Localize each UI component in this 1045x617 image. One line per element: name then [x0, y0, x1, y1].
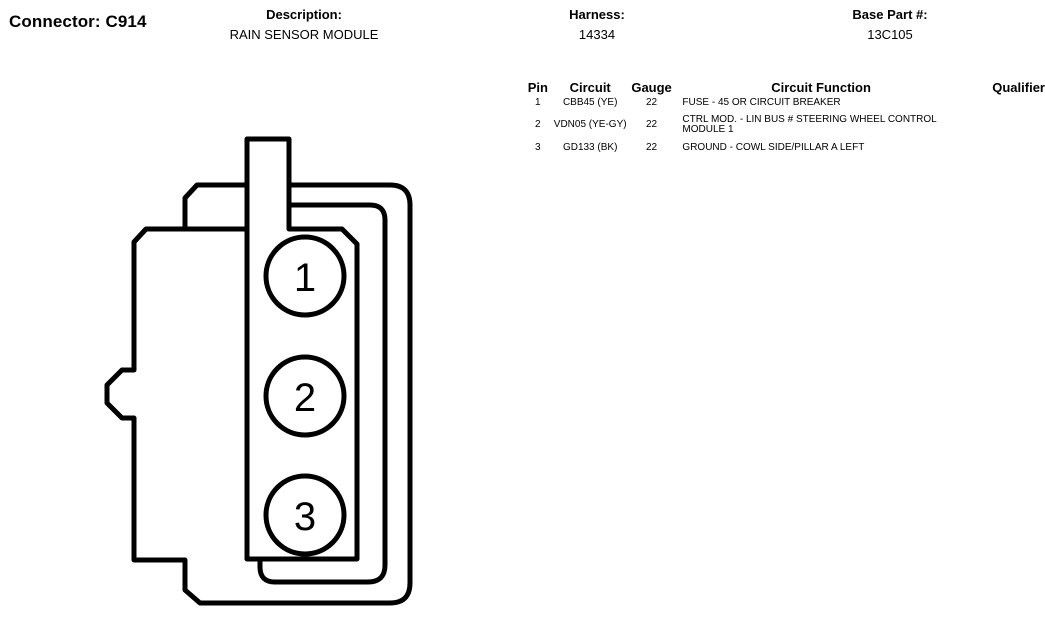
circuit-function: GROUND - COWL SIDE/PILLAR A LEFT	[682, 141, 865, 153]
pin-number: 2	[535, 119, 541, 130]
circuit-code: GD133 (BK)	[562, 141, 618, 153]
table-row: 3 GD133 (BK) 22 GROUND - COWL SIDE/PILLA…	[522, 140, 1045, 155]
table-row: 1 CBB45 (YE) 22 FUSE - 45 OR CIRCUIT BRE…	[522, 95, 1045, 110]
circuit-function: FUSE - 45 OR CIRCUIT BREAKER	[682, 96, 841, 108]
header-circuit-function: Circuit Function	[771, 80, 871, 95]
pin-3-label: 3	[294, 495, 316, 539]
pin-table: Pin Circuit Gauge Circuit Function Quali…	[522, 77, 1045, 155]
circuit-code: CBB45 (YE)	[562, 96, 618, 108]
pin-2-label: 2	[294, 376, 316, 420]
description-label: Description:	[266, 7, 342, 22]
base-part-value: 13C105	[867, 27, 913, 42]
description-value: RAIN SENSOR MODULE	[229, 27, 379, 42]
wire-gauge: 22	[646, 119, 658, 130]
header-pin: Pin	[527, 80, 548, 95]
pin-cavity-block	[244, 136, 360, 562]
latch-tab	[182, 182, 250, 232]
pin-1-circle	[263, 234, 347, 318]
table-row: 2 VDN05 (YE-GY) 22 CTRL MOD. - LIN BUS #…	[522, 110, 1045, 140]
harness-value: 14334	[578, 27, 616, 42]
pin-table-header: Pin Circuit Gauge Circuit Function Quali…	[522, 77, 1045, 95]
base-part-label: Base Part #:	[852, 7, 928, 22]
header-qualifier: Qualifier	[992, 80, 1045, 95]
pin-3-circle	[263, 473, 347, 557]
wire-gauge: 22	[646, 141, 658, 153]
header-gauge: Gauge	[631, 80, 672, 95]
header-circuit: Circuit	[569, 80, 611, 95]
pin-1-label: 1	[294, 256, 316, 300]
pin-2-circle	[263, 354, 347, 438]
pin-number: 1	[535, 96, 541, 108]
harness-label: Harness:	[569, 7, 625, 22]
circuit-function: CTRL MOD. - LIN BUS # STEERING WHEEL CON…	[682, 114, 937, 135]
wire-gauge: 22	[646, 96, 658, 108]
circuit-code: VDN05 (YE-GY)	[553, 119, 627, 130]
connector-title: Connector: C914	[9, 12, 147, 31]
connector-housing-outline	[104, 182, 413, 606]
inner-frame	[257, 202, 388, 585]
pin-number: 3	[535, 141, 541, 153]
